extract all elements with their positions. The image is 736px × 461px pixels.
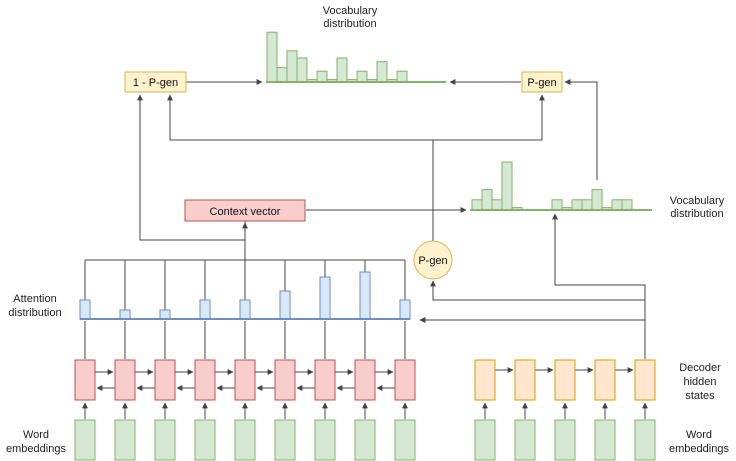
attention-bar-3: [199, 299, 211, 320]
decoder-embedding-2: [554, 419, 576, 461]
encoder-embedding-3: [194, 419, 216, 461]
vocab-top-bar-1: [276, 67, 288, 83]
vocab-right-bar-8: [581, 199, 593, 211]
vocab-right-bar-9: [591, 189, 603, 211]
attention-label-line1: Attention: [13, 293, 56, 305]
decoder-to-attention-arrow: [419, 317, 646, 359]
one-minus-pgen-box: 1 - P-gen: [124, 71, 187, 93]
decoder-state-4: [634, 359, 656, 401]
attention-label-line2: distribution: [8, 307, 61, 319]
attention-distribution-bars: [79, 271, 411, 320]
vocab-top-bar-9: [356, 70, 368, 83]
encoder-embedding-7: [354, 419, 376, 461]
word-embeddings-left-line1: Word: [23, 429, 49, 441]
vocab-right-bar-2: [491, 199, 503, 211]
vocab-right-bar-0: [471, 199, 483, 211]
pgen-to-pgen-box-arrow: [433, 94, 545, 141]
pgen-circle: P-gen: [413, 240, 453, 280]
attention-bar-0: [79, 299, 91, 320]
pgen-top-label: P-gen: [527, 77, 556, 89]
encoder-state-3: [194, 359, 216, 401]
decoder-state-1: [514, 359, 536, 401]
vocab-right-label-line1: Vocabulary: [670, 195, 725, 207]
vocab-right-bar-5: [551, 199, 563, 211]
pgen-to-one-minus-pgen-arrow: [167, 94, 433, 141]
right-vocab-to-pgen-box-arrow: [564, 79, 598, 180]
encoder-word-embeddings: [74, 419, 416, 461]
context-vector-label: Context vector: [210, 206, 281, 218]
decoder-hidden-states: [474, 359, 656, 401]
decoder-label-line1: Decoder: [679, 362, 721, 374]
encoder-embedding-2: [154, 419, 176, 461]
vocab-right-bar-11: [611, 199, 623, 211]
vocab-right-bar-3: [501, 161, 513, 211]
word-embeddings-right-line2: embeddings: [669, 443, 729, 455]
attention-bar-1: [119, 309, 131, 320]
vocab-top-bar-11: [376, 61, 388, 83]
decoder-embedding-4: [634, 419, 656, 461]
vocab-right-bar-7: [571, 199, 583, 211]
encoder-embedding-0: [74, 419, 96, 461]
connection-lines: [82, 79, 648, 419]
vocab-top-bar-0: [266, 31, 278, 83]
vocab-top-bar-2: [286, 50, 298, 83]
decoder-state-0: [474, 359, 496, 401]
decoder-state-2: [554, 359, 576, 401]
encoder-embedding-5: [274, 419, 296, 461]
encoder-embedding-1: [114, 419, 136, 461]
decoder-word-embeddings: [474, 419, 656, 461]
decoder-to-pgen-arrow: [430, 280, 646, 320]
decoder-embedding-3: [594, 419, 616, 461]
vocabulary-distribution-right-bars: [470, 161, 652, 211]
context-vector-box: Context vector: [184, 199, 306, 222]
vocab-right-bar-1: [481, 189, 493, 211]
attention-bar-6: [319, 276, 331, 320]
pgen-top-box: P-gen: [521, 71, 563, 93]
encoder-hidden-states: [74, 359, 416, 401]
encoder-state-8: [394, 359, 416, 401]
decoder-state-3: [594, 359, 616, 401]
vocab-right-label-line2: distribution: [670, 208, 723, 220]
attention-bar-8: [399, 299, 411, 320]
decoder-embedding-0: [474, 419, 496, 461]
encoder-embedding-8: [394, 419, 416, 461]
attention-bar-5: [279, 290, 291, 320]
encoder-state-1: [114, 359, 136, 401]
vocab-top-label-line1: Vocabulary: [323, 5, 378, 17]
encoder-embedding-4: [234, 419, 256, 461]
vocab-top-bar-7: [336, 57, 348, 83]
decoder-embedding-1: [514, 419, 536, 461]
attention-bar-2: [159, 309, 171, 320]
decoder-label-line2: hidden: [683, 376, 716, 388]
word-embeddings-left-line2: embeddings: [6, 443, 66, 455]
decoder-to-vocab-arrow: [552, 213, 646, 300]
vocabulary-distribution-top-bars: [266, 31, 446, 83]
encoder-state-7: [354, 359, 376, 401]
encoder-state-2: [154, 359, 176, 401]
encoder-state-6: [314, 359, 336, 401]
vocab-top-bar-3: [296, 57, 308, 83]
vocab-right-bar-12: [621, 199, 633, 211]
word-embeddings-right-line1: Word: [686, 429, 712, 441]
encoder-embedding-6: [314, 419, 336, 461]
encoder-state-4: [234, 359, 256, 401]
vocab-top-bar-13: [396, 70, 408, 83]
encoder-state-0: [74, 359, 96, 401]
pgen-circle-label: P-gen: [418, 255, 447, 267]
encoder-state-5: [274, 359, 296, 401]
attention-bar-7: [359, 271, 371, 320]
attention-bar-4: [239, 299, 251, 320]
one-minus-pgen-label: 1 - P-gen: [133, 77, 178, 89]
decoder-label-line3: states: [685, 390, 715, 402]
vocab-top-bar-5: [316, 70, 328, 83]
vocab-top-label-line2: distribution: [323, 18, 376, 30]
